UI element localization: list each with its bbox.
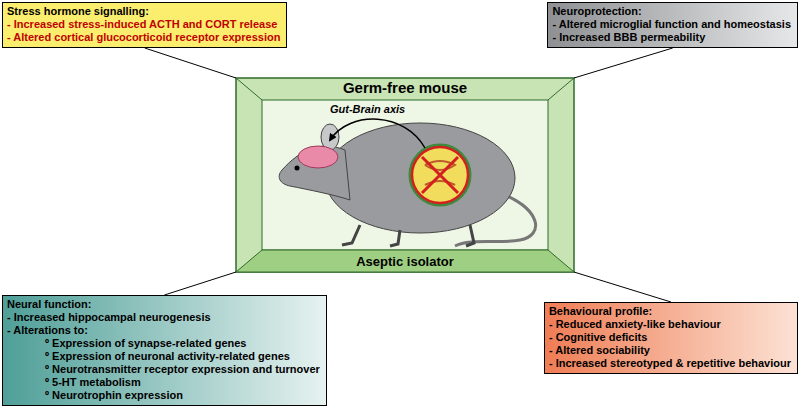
bullet-text: - Alterations to: — [7, 324, 320, 337]
gut — [410, 145, 470, 205]
bullet-text: º Expression of neuronal activity-relate… — [7, 350, 320, 363]
isolator-floor — [236, 250, 574, 272]
axis-label: Gut-Brain axis — [330, 103, 405, 115]
gut-brain-arrow — [330, 119, 425, 148]
isolator-edge — [236, 78, 262, 100]
bullet-text: º 5-HT metabolism — [7, 376, 320, 389]
box-heading: Stress hormone signalling: — [7, 5, 280, 18]
bullet-text: - Cognitive deficits — [549, 331, 791, 344]
connector-line — [574, 272, 671, 302]
bullet-text: º Expression of synapse-related genes — [7, 337, 320, 350]
isolator-inner — [262, 100, 548, 250]
box-heading: Behavioural profile: — [549, 305, 791, 318]
bullet-text: - Increased hippocampal neurogenesis — [7, 311, 320, 324]
mouse-eye — [295, 166, 300, 171]
bullet-text: - Altered sociability — [549, 344, 791, 357]
info-box: Neuroprotection:- Altered microglial fun… — [547, 2, 798, 48]
bullet-text: - Increased stress-induced ACTH and CORT… — [7, 18, 280, 31]
bullet-text: - Altered microglial function and homeos… — [552, 18, 791, 31]
isolator-outer — [236, 78, 574, 272]
bullet-text: - Increased stereotyped & repetitive beh… — [549, 357, 791, 370]
no-microbes-cross — [422, 157, 458, 193]
mouse-head — [279, 146, 350, 200]
mouse-brain — [298, 146, 338, 168]
mouse-legs — [342, 225, 474, 246]
info-box: Stress hormone signalling:- Increased st… — [2, 2, 287, 48]
bullet-text: º Neurotransmitter receptor expression a… — [7, 363, 320, 376]
isolator-label: Aseptic isolator — [236, 253, 574, 270]
info-box: Behavioural profile:- Reduced anxiety-li… — [544, 302, 798, 374]
info-box: Neural function:- Increased hippocampal … — [2, 295, 327, 406]
bullet-text: º Neurotrophin expression — [7, 389, 320, 402]
bullet-text: - Increased BBB permeability — [552, 31, 791, 44]
bullet-text: - Reduced anxiety-like behaviour — [549, 318, 791, 331]
box-heading: Neural function: — [7, 298, 320, 311]
isolator-edge — [548, 78, 574, 100]
connector-line — [145, 48, 236, 78]
no-microbes-ring — [412, 147, 468, 203]
title-text: Germ-free mouse — [236, 79, 574, 97]
connector-line — [574, 48, 673, 78]
box-heading: Neuroprotection: — [552, 5, 791, 18]
bullet-text: - Altered cortical glucocorticoid recept… — [7, 31, 280, 44]
connector-line — [164, 272, 236, 295]
